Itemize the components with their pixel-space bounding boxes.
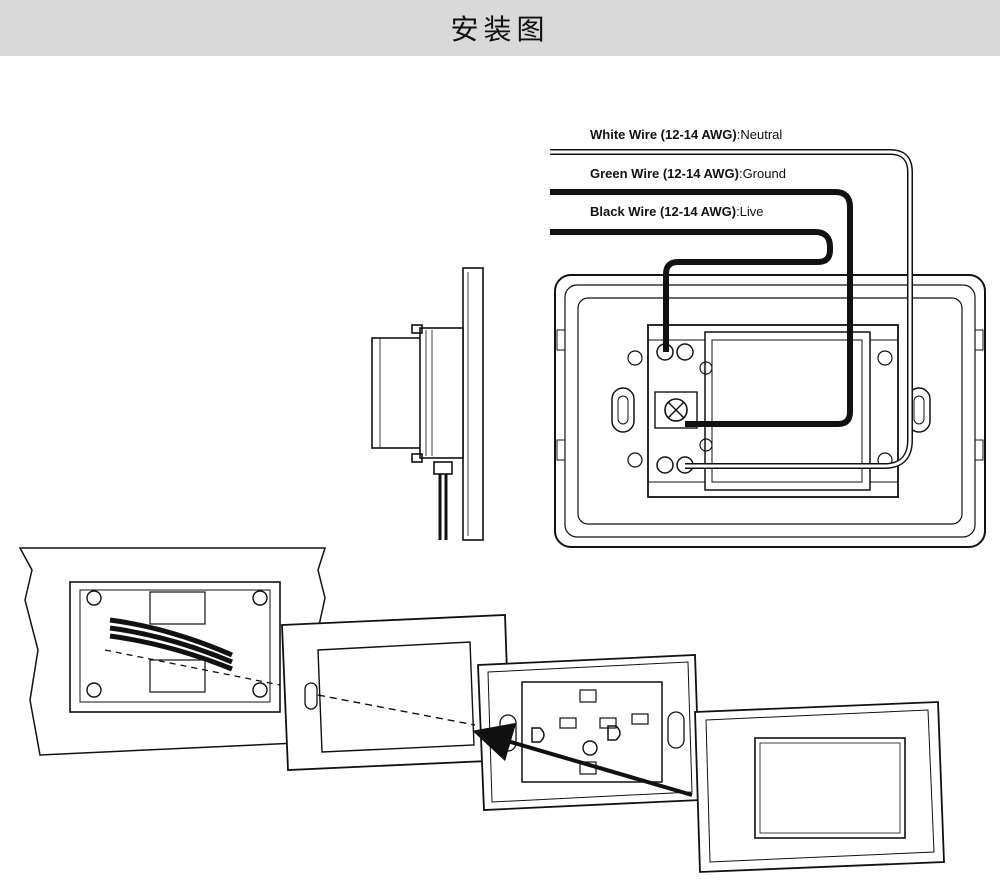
cover-plate (694, 701, 945, 873)
wall-box (18, 547, 327, 756)
white-wire-label: White Wire (12-14 AWG):Neutral (590, 127, 782, 142)
outlet-front-view (550, 149, 986, 548)
outlet-side-view (371, 267, 484, 541)
black-wire-label: Black Wire (12-14 AWG):Live (590, 204, 764, 219)
title-bar: 安装图 (0, 0, 1000, 56)
assembly-arrow (472, 722, 693, 797)
green-wire-label: Green Wire (12-14 AWG):Ground (590, 166, 786, 181)
page-title: 安装图 (450, 13, 550, 46)
inner-frame (281, 614, 511, 771)
